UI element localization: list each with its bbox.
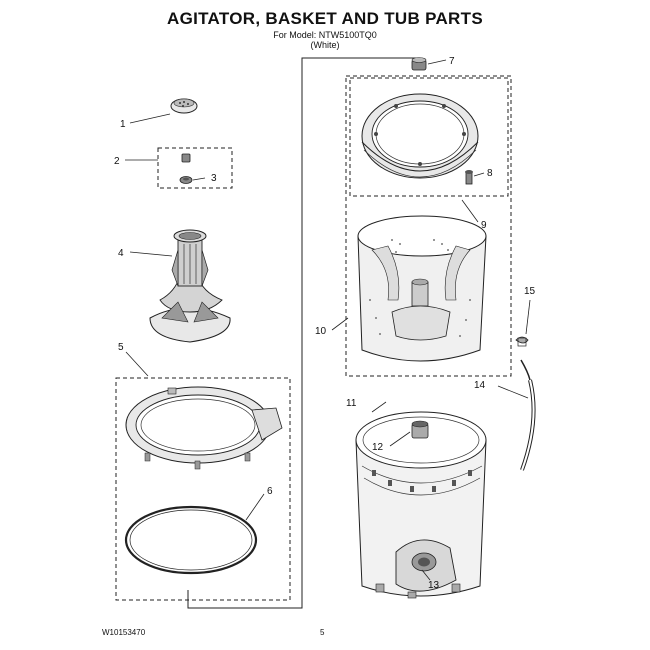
model-line: For Model: NTW5100TQ0 <box>273 30 377 40</box>
document-number: W10153470 <box>102 628 146 637</box>
callout-13: 13 <box>428 580 440 591</box>
callout-10: 10 <box>315 326 327 337</box>
leader-15 <box>525 299 531 335</box>
leader-4 <box>129 251 173 257</box>
callout-6: 6 <box>267 486 273 497</box>
part-2-group-box <box>157 147 233 189</box>
callout-7: 7 <box>449 56 455 67</box>
leader-5 <box>125 351 149 377</box>
part-10-group-box <box>345 75 512 377</box>
callout-8: 8 <box>487 168 493 179</box>
part-5-group-box <box>115 377 291 601</box>
callout-1: 1 <box>120 119 126 130</box>
part-hose-clamp <box>515 336 529 347</box>
assembly-connector-line <box>187 57 418 609</box>
color-line: (White) <box>310 40 340 50</box>
part-outer-tub <box>355 411 487 599</box>
part-agitator-cap <box>170 98 198 114</box>
part-drain-hose <box>520 359 536 471</box>
page-number: 5 <box>320 628 325 637</box>
part-agitator <box>149 229 231 343</box>
page-title: AGITATOR, BASKET AND TUB PARTS <box>167 9 483 28</box>
part-fasteners <box>179 153 193 184</box>
callout-5: 5 <box>118 342 124 353</box>
part-tub-ring <box>125 386 283 470</box>
callout-11: 11 <box>346 398 357 409</box>
leader-8 <box>473 172 485 177</box>
leader-9 <box>461 199 479 223</box>
leader-6 <box>245 493 265 521</box>
part-basket <box>357 215 487 362</box>
part-hub-seal <box>411 420 429 439</box>
leader-13 <box>421 569 431 581</box>
leader-12 <box>389 431 411 447</box>
callout-15: 15 <box>524 286 536 297</box>
leader-10 <box>331 317 349 331</box>
leader-14 <box>497 385 529 399</box>
leader-7 <box>427 59 447 65</box>
part-screw <box>465 170 473 185</box>
part-ring-seal <box>124 505 258 575</box>
callout-4: 4 <box>118 248 124 259</box>
leader-11 <box>371 401 387 413</box>
part-balance-ring <box>361 93 479 179</box>
callout-12: 12 <box>372 442 384 453</box>
part-9-group-box <box>349 77 509 197</box>
callout-2: 2 <box>114 156 120 167</box>
callout-14: 14 <box>474 380 486 391</box>
callout-3: 3 <box>211 173 217 184</box>
part-hub-nut <box>411 57 427 71</box>
leader-1 <box>129 113 171 124</box>
callout-9: 9 <box>481 220 487 231</box>
leader-3 <box>192 177 206 181</box>
